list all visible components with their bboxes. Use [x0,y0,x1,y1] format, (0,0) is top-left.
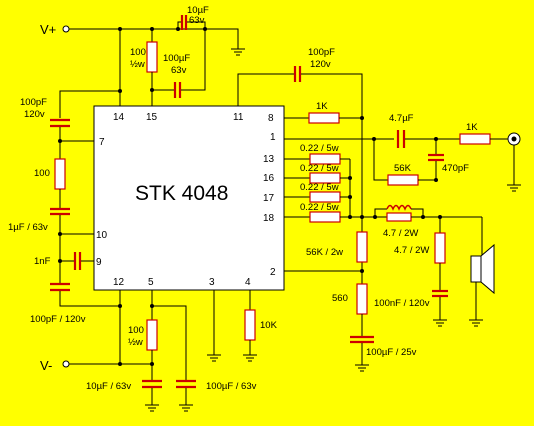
cap-100u-bot-label: 100µF / 63v [206,381,257,392]
speaker-cone [480,243,495,295]
resistor-100-top-label-2: ½w [130,59,145,70]
pin-17-label: 17 [263,193,275,204]
ic-body [93,105,285,291]
cap-10u-top-label-2: 63v [189,15,205,26]
cap-1u-left-label: 1µF / 63v [8,222,48,233]
resistor-560-label: 560 [332,293,348,304]
cap-100p-left-label-2: 120v [24,109,45,120]
pin-14-label: 14 [113,112,125,123]
pin-7-label: 7 [99,137,105,148]
pin-8-label: 8 [268,113,274,124]
resistor-56k-label: 56K [394,163,412,174]
cap-100u-top-label-1: 100µF [163,53,190,64]
resistor-022-16-label: 0.22 / 5w [300,163,339,174]
resistor-56k-2w-label: 56K / 2w [306,247,343,258]
cap-470p-label: 470pF [442,163,469,174]
resistor-022-17-label: 0.22 / 5w [300,182,339,193]
resistor-100-bot-label-1: 100 [128,325,144,336]
resistor-56k-2w [356,231,368,263]
pin-18-label: 18 [263,213,275,224]
resistor-56k [387,174,419,186]
pin-15-label: 15 [146,112,158,123]
pin-10-label: 10 [96,230,108,241]
pin-11-label: 11 [233,112,244,123]
resistor-47-vertical-label: 4.7 / 2W [394,245,429,256]
resistor-10k-label: 10K [260,320,278,331]
resistor-100-top-label-1: 100 [130,47,146,58]
pin-13-label: 13 [263,154,275,165]
resistor-022-18 [309,211,341,223]
cap-100u-top-label-2: 63v [171,65,187,76]
cap-100u-25-label: 100µF / 25v [366,347,417,358]
inductor-label: 4.7 / 2W [383,228,418,239]
resistor-022-18-label: 0.22 / 5w [300,202,339,213]
resistor-1k-pin8 [308,112,340,124]
vminus-terminal [62,360,70,368]
resistor-47-parallel [386,212,412,222]
resistor-100-bot-label-2: ½w [128,337,143,348]
pin-4-label: 4 [245,277,251,288]
cap-10u-top-label-1: 10µF [187,5,209,16]
pin-5-label: 5 [148,277,154,288]
cap-10u-bot-label: 10µF / 63v [86,381,131,392]
resistor-1k-input-label: 1K [466,122,478,133]
pin-9-label: 9 [96,257,102,268]
resistor-100-top [146,41,158,73]
resistor-1k-input [459,133,491,145]
resistor-47-vertical [434,232,446,264]
resistor-022-13-label: 0.22 / 5w [300,143,339,154]
resistor-100-bot [146,319,158,351]
resistor-560 [356,283,368,315]
vplus-label: V+ [40,22,56,37]
cap-100n-label: 100nF / 120v [374,298,430,309]
resistor-10k [244,309,256,341]
resistor-100-left-label: 100 [34,168,50,179]
resistor-100-left [54,158,66,190]
cap-1n-label: 1nF [34,256,51,267]
inductor [386,204,412,211]
speaker-body [470,255,482,283]
pin-2-label: 2 [270,267,276,278]
vminus-label: V- [40,358,52,373]
pin-12-label: 12 [113,277,125,288]
pin-16-label: 16 [263,173,275,184]
pin-3-label: 3 [209,277,215,288]
ic-name: STK 4048 [135,182,228,205]
cap-100p-top-label-2: 120v [310,59,331,70]
cap-100p-bot-label: 100pF / 120v [30,314,86,325]
resistor-022-17 [309,191,341,203]
resistor-1k-pin8-label: 1K [316,101,328,112]
cap-100p-left-label-1: 100pF [20,97,47,108]
pin-1-label: 1 [270,132,276,143]
vplus-terminal [62,25,70,33]
cap-4u7-label: 4.7µF [389,113,414,124]
cap-100p-top-label-1: 100pF [308,47,335,58]
